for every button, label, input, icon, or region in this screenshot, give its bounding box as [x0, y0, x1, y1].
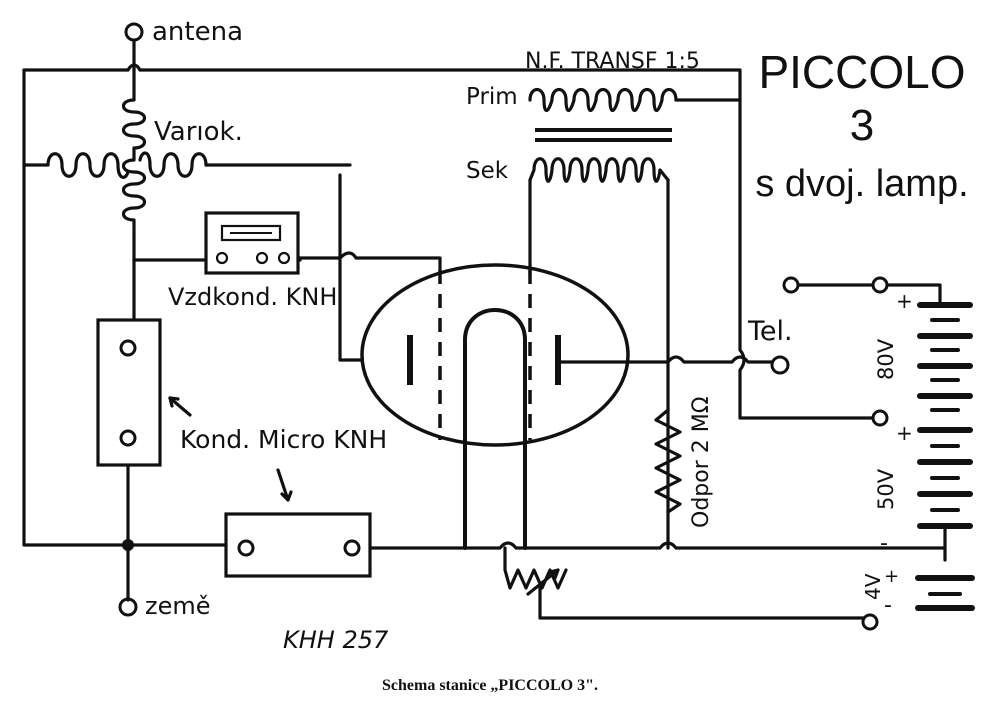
phones-terminal [770, 355, 790, 375]
battery-80v [917, 302, 973, 412]
micro-capacitor-vertical [96, 318, 162, 467]
transformer-primary-coil [528, 87, 678, 113]
battery-4v [915, 524, 975, 611]
battery-4v-label: 4V [861, 573, 885, 600]
air-capacitor-label: Vzdkond. KNH [168, 283, 337, 311]
antenna-label: antena [152, 17, 243, 47]
variometer [22, 68, 208, 237]
phones-label: Tel. [747, 316, 793, 347]
minus-sign-50v: - [880, 531, 888, 556]
resistor-label: Odpor 2 MΩ [689, 396, 714, 528]
phones-terminal-top-left [782, 276, 800, 294]
transformer-label: N.F. TRANSF 1:5 [525, 49, 700, 74]
micro-capacitor-label: Kond. Micro KNH [180, 425, 387, 454]
battery-50v-label: 50V [874, 468, 898, 510]
battery-50v [917, 427, 973, 529]
title-line1: PICCOLO [758, 46, 965, 98]
plus-sign-50v: + [896, 421, 913, 445]
air-capacitor [204, 211, 300, 275]
variometer-label: Varıok. [154, 117, 243, 147]
code-label: KHH 257 [283, 626, 389, 654]
battery-terminal-minus [861, 613, 879, 631]
micro-capacitor-horizontal [224, 512, 372, 578]
phones-terminal-top-right [871, 276, 889, 294]
secondary-label: Sek [466, 158, 509, 184]
minus-sign-4v: - [884, 593, 892, 618]
caption: Schema stanice „PICCOLO 3". [382, 677, 598, 694]
title-line3: s dvoj. lamp. [755, 163, 968, 205]
battery-80v-label: 80V [874, 338, 898, 380]
top-wire [22, 68, 742, 82]
primary-label: Prim [466, 84, 518, 110]
resistor [654, 408, 682, 514]
antenna-terminal [124, 22, 144, 72]
plus-sign-80v: + [896, 289, 913, 313]
valve-tube [360, 263, 630, 550]
battery-tap-80v [871, 409, 889, 427]
transformer-secondary-coil [528, 157, 670, 183]
title-line2: 3 [850, 101, 874, 150]
ground-label: země [145, 592, 211, 620]
plus-sign-4v: + [884, 566, 899, 587]
pointer-arrow [168, 396, 192, 417]
rheostat [503, 546, 872, 620]
transformer-core [535, 128, 672, 142]
